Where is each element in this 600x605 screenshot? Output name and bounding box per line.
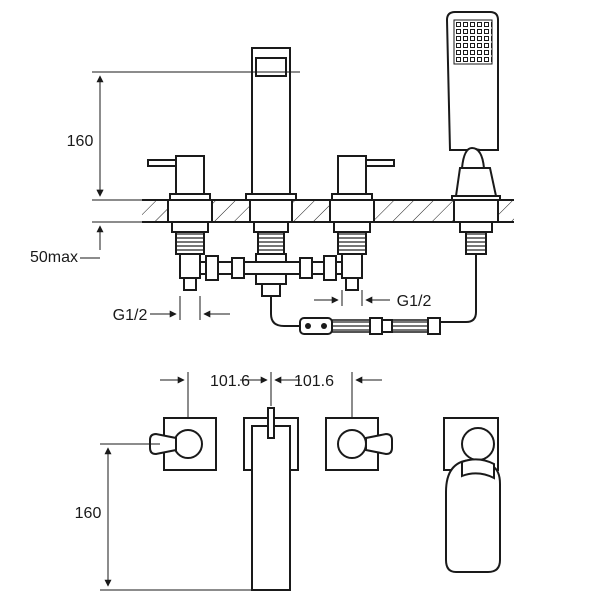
right-handle-plan [325,417,393,471]
elevation-view: 160 50max G1/2 G1/2 [30,11,514,335]
spout [245,47,297,297]
right-handle-valve [329,155,395,291]
spout-height-label: 160 [67,133,94,150]
left-handle-plan [149,417,217,471]
deck-thickness-label: 50max [30,249,78,266]
left-handle-valve [147,155,213,291]
inlet-right-label: G1/2 [397,293,432,310]
plan-depth-label: 160 [75,505,102,522]
hand-shower [445,11,501,255]
deck-thickness-dimension: 50max [30,170,142,266]
connecting-pipe [199,255,343,281]
hand-shower-plan [443,417,501,573]
inlet-right-dimension: G1/2 [314,290,431,310]
depth-dimension: 160 [75,443,252,591]
inlet-left-label: G1/2 [113,307,148,324]
spout-plan [243,407,299,591]
spacing-left-label: 101.6 [210,373,250,390]
inlet-left-dimension: G1/2 [113,296,230,324]
plan-view: 101.6 101.6 [75,372,501,591]
spacing-dimension: 101.6 101.6 [160,372,382,440]
shower-hose [270,254,477,335]
spacing-right-label: 101.6 [294,373,334,390]
